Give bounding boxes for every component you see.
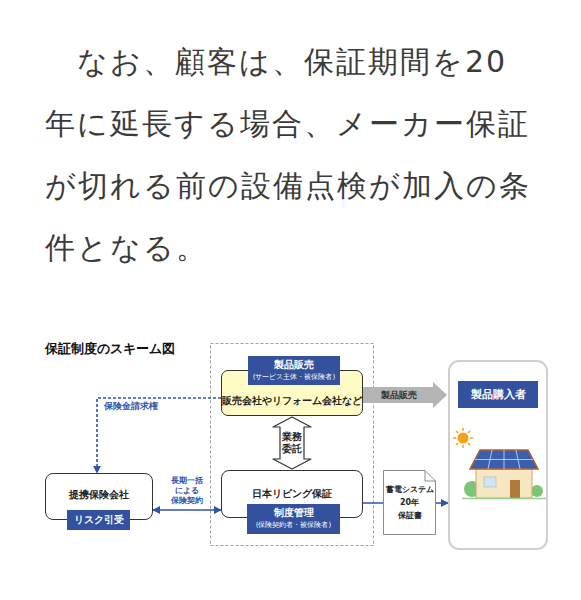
document-sheet	[384, 471, 436, 535]
connector-label: 保険金請求権	[104, 401, 158, 413]
guarantor-box: 日本リビング保証制度管理 (保険契約者・被保険者)	[221, 470, 363, 518]
sales-flow-arrow	[363, 382, 447, 408]
box-label: 日本リビング保証	[222, 487, 362, 501]
outsourcing-arrow	[273, 417, 311, 469]
group-frame	[211, 344, 374, 546]
certificate-document: 蓄電システム 20年 保証書	[383, 470, 436, 535]
role-tab: 製品購入者	[458, 381, 538, 408]
diagram-title: 保証制度のスキーム図	[45, 341, 175, 358]
note-paragraph: なお、顧客は、保証期間を20年に延長する場合、メーカー保証が切れる前の設備点検が…	[45, 31, 537, 279]
role-tab: 製品販売 (サービス主体・被保険者)	[248, 356, 340, 385]
connector-label: 長期一括 による 保険契約	[165, 476, 209, 506]
connector-label: 業務 委託	[277, 431, 307, 455]
box-label: 販売会社やリフォーム会社など	[222, 394, 362, 408]
insurer-box: 提携保険会社リスク引受	[45, 473, 153, 520]
insurance-contract-connector	[153, 509, 221, 511]
box-label: 提携保険会社	[46, 488, 152, 502]
document-label: 蓄電システム 20年 保証書	[383, 483, 436, 522]
role-band: 制度管理 (保険契約者・被保険者)	[247, 504, 340, 534]
document-fold	[425, 471, 436, 482]
connector-label: 製品販売	[381, 389, 417, 402]
role-band: リスク引受	[67, 510, 130, 530]
customer-box: 製品購入者	[448, 360, 548, 550]
sales-company-box: 製品販売 (サービス主体・被保険者)販売会社やリフォーム会社など	[221, 370, 363, 416]
claim-right-connector	[97, 398, 221, 473]
